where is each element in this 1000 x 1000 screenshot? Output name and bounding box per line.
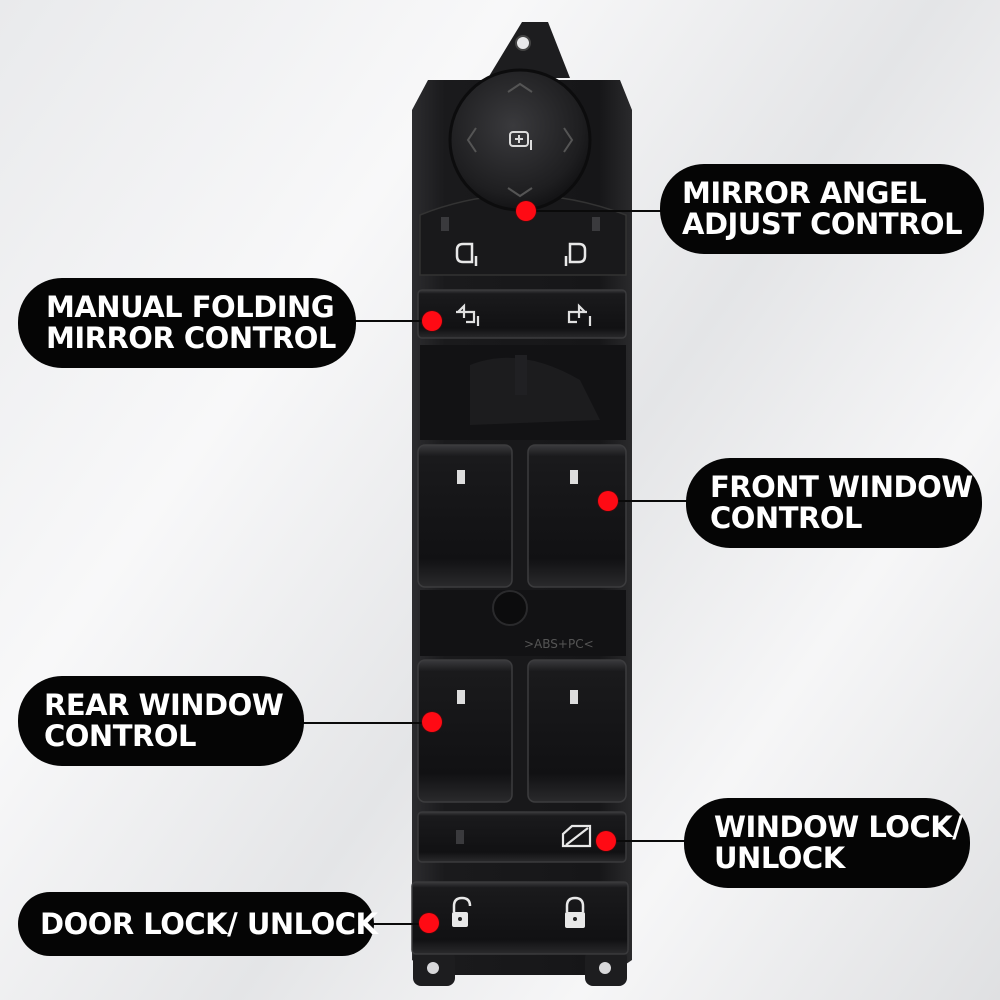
callout-door-lock: DOOR LOCK/ UNLOCK [18, 892, 378, 956]
mirror-left-indicator [441, 217, 449, 231]
callout-mirror-adjust-line1: MIRROR ANGEL [682, 176, 927, 210]
callout-manual-folding: MANUAL FOLDING MIRROR CONTROL [18, 278, 356, 368]
marker-door-lock [419, 913, 439, 933]
mirror-left-icon [455, 242, 478, 266]
unlock-icon [452, 896, 472, 927]
front-left-window-switch [417, 444, 513, 588]
callout-front-window: FRONT WINDOW CONTROL [686, 458, 982, 548]
callout-door-lock-line1: DOOR LOCK/ UNLOCK [40, 906, 378, 941]
molded-screw-hole [492, 590, 528, 626]
front-right-window-switch [527, 444, 627, 588]
callout-manual-folding-line2: MIRROR CONTROL [46, 321, 336, 355]
callout-window-lock-line2: UNLOCK [714, 841, 845, 875]
molded-post [515, 355, 527, 395]
connector-front-window [608, 500, 690, 502]
callout-rear-window: REAR WINDOW CONTROL [18, 676, 304, 766]
mirror-right-indicator [592, 217, 600, 231]
callout-front-window-line1: FRONT WINDOW [710, 470, 973, 504]
door-lock-strip [411, 881, 629, 955]
callout-rear-window-line1: REAR WINDOW [44, 688, 284, 722]
molded-detail [470, 357, 600, 425]
top-mount-tab [488, 22, 570, 78]
connector-manual-folding [352, 320, 430, 322]
folding-strip [417, 289, 627, 339]
top-mount-hole [515, 35, 531, 51]
window-lock-indicator [456, 830, 464, 844]
rear-left-indicator [457, 690, 465, 704]
rear-right-indicator [570, 690, 578, 704]
fold-right-icon [567, 303, 592, 326]
molded-text: >ABS+PC< [524, 637, 594, 651]
connector-door-lock [370, 923, 428, 925]
marker-mirror-adjust [516, 201, 536, 221]
window-lock-strip [417, 811, 627, 863]
connector-window-lock [606, 840, 688, 842]
rear-right-window-switch [527, 659, 627, 803]
marker-window-lock [596, 831, 616, 851]
front-left-indicator [457, 470, 465, 484]
connector-mirror-adjust [526, 210, 664, 212]
fold-left-icon [456, 303, 480, 326]
front-right-indicator [570, 470, 578, 484]
mirror-right-icon [564, 242, 587, 266]
marker-rear-window [422, 712, 442, 732]
marker-manual-folding [422, 311, 442, 331]
joystick-arrows [466, 82, 574, 198]
mirror-joystick-icon [509, 131, 532, 150]
lock-icon [565, 896, 585, 928]
callout-window-lock: WINDOW LOCK/ UNLOCK [684, 798, 970, 888]
callout-window-lock-line1: WINDOW LOCK/ [714, 810, 963, 844]
rear-left-window-switch [417, 659, 513, 803]
window-lock-icon [561, 824, 592, 848]
marker-front-window [598, 491, 618, 511]
bottom-mount-hole-right [599, 962, 611, 974]
callout-rear-window-line2: CONTROL [44, 719, 196, 753]
callout-mirror-adjust-line2: ADJUST CONTROL [682, 207, 963, 241]
bottom-mount-hole-left [427, 962, 439, 974]
callout-mirror-adjust: MIRROR ANGEL ADJUST CONTROL [660, 164, 984, 254]
connector-rear-window [300, 722, 430, 724]
callout-front-window-line2: CONTROL [710, 501, 862, 535]
callout-manual-folding-line1: MANUAL FOLDING [46, 290, 335, 324]
